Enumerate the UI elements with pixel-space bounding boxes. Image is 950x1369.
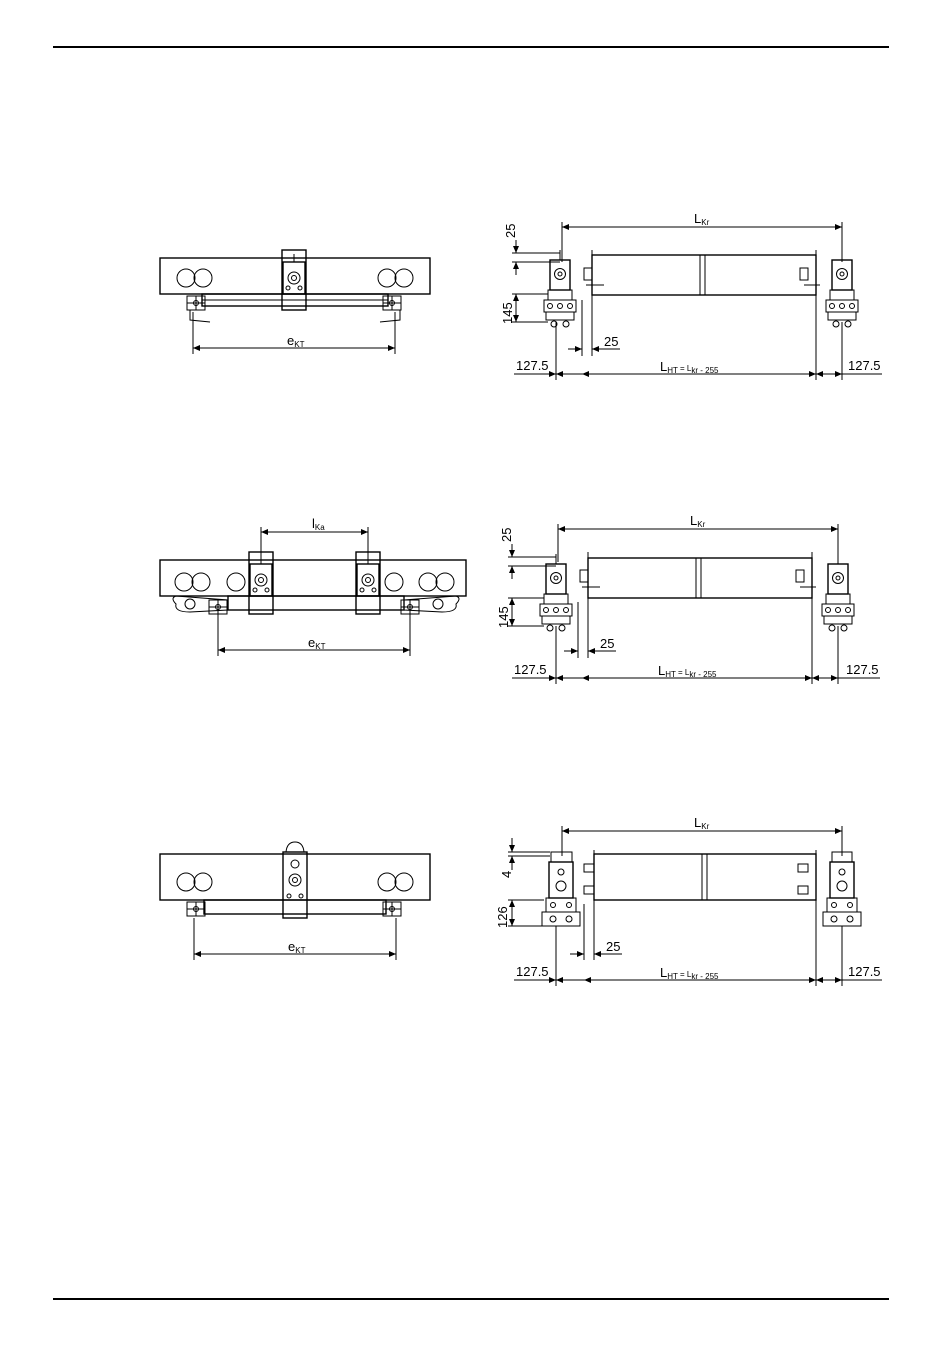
svg-text:LHT = Lkr - 255: LHT = Lkr - 255 — [660, 965, 719, 981]
offset-25-label: 25 — [604, 334, 618, 349]
front-view-1: eKT — [160, 250, 430, 354]
lkr-label: L — [694, 211, 701, 226]
svg-text:127.5: 127.5 — [516, 964, 549, 979]
side-view-2: LKr 25 145 25 127.5 127.5 — [496, 513, 880, 684]
svg-text:127.5: 127.5 — [848, 964, 881, 979]
svg-text:LHT = Lkr - 255: LHT = Lkr - 255 — [658, 663, 717, 679]
side-clamp-left — [542, 852, 580, 926]
svg-text:eKT: eKT — [288, 939, 306, 955]
svg-text:eKT: eKT — [287, 333, 305, 349]
height-145-label: 145 — [500, 302, 515, 324]
svg-text:lKa: lKa — [312, 516, 325, 532]
svg-text:eKT: eKT — [308, 635, 326, 651]
svg-text:LHT = Lkr - 255: LHT = Lkr - 255 — [660, 359, 719, 375]
svg-text:127.5: 127.5 — [846, 662, 879, 677]
svg-text:25: 25 — [606, 939, 620, 954]
height-25-label: 25 — [503, 224, 518, 238]
svg-text:LKr: LKr — [690, 513, 706, 529]
overhang-right-label: 127.5 — [848, 358, 881, 373]
overhang-left-label: 127.5 — [516, 358, 549, 373]
side-view-1: LKr 25 145 25 — [500, 211, 882, 380]
height-126-label: 126 — [495, 906, 510, 928]
svg-text:LKr: LKr — [694, 815, 710, 831]
ekt-label: e — [287, 333, 294, 348]
svg-text:145: 145 — [496, 606, 511, 628]
front-view-2: lKa eKT — [160, 516, 466, 656]
side-clamp-right — [823, 852, 861, 926]
svg-text:25: 25 — [499, 528, 514, 542]
svg-text:LKr: LKr — [694, 211, 710, 227]
svg-text:127.5: 127.5 — [514, 662, 547, 677]
height-4-label: 4 — [499, 871, 514, 878]
svg-text:25: 25 — [600, 636, 614, 651]
front-view-3: eKT — [160, 842, 430, 960]
side-view-3: LKr — [495, 815, 882, 986]
